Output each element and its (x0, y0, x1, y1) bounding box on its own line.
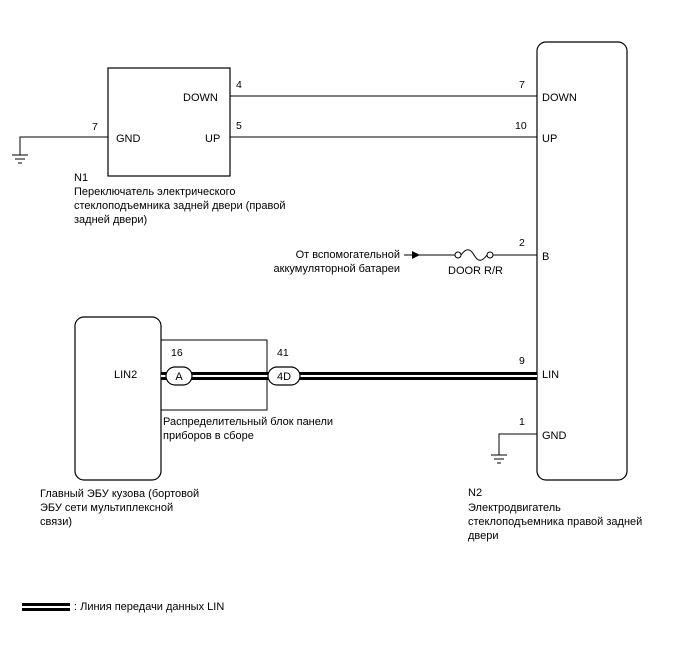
n1-gnd-pin: 7 (92, 121, 98, 133)
fuse-icon (454, 249, 494, 261)
connector-4d: 4D (267, 366, 301, 386)
n2-ground-icon (491, 433, 537, 464)
connector-4d-label: 4D (277, 371, 291, 383)
motor-n2-description: Электродвигатель стеклоподъемника правой… (468, 501, 668, 543)
n1-gnd-label: GND (116, 133, 141, 145)
n1-desc-line: задней двери) (74, 214, 148, 226)
n2-desc-line: Электродвигатель (468, 502, 561, 514)
connector-a: A (165, 366, 193, 386)
conn-4d-pin: 41 (277, 347, 289, 359)
conn-a-pin: 16 (171, 347, 183, 359)
n2-down-label: DOWN (542, 92, 577, 104)
ecu-desc-line: связи) (40, 516, 73, 528)
n1-down-pin: 4 (236, 79, 242, 91)
lin-bus-line (161, 372, 537, 380)
n2-desc-line: стеклоподъемника правой задней (468, 516, 643, 528)
switch-n1-description: Переключатель электрического стеклоподъе… (74, 185, 304, 227)
n2-up-pin: 10 (515, 120, 527, 132)
junction-desc-line: приборов в сборе (163, 430, 254, 442)
n2-lin-label: LIN (542, 369, 559, 381)
n2-gnd-pin: 1 (519, 416, 525, 428)
ecu-box (74, 316, 162, 481)
battery-line: От вспомогательной (295, 249, 400, 261)
n1-id: N1 (74, 172, 88, 184)
fuse-label: DOOR R/R (448, 265, 503, 277)
legend-text: : Линия передачи данных LIN (74, 601, 225, 613)
battery-source-text: От вспомогательной аккумуляторной батаре… (240, 248, 400, 276)
n2-gnd-label: GND (542, 430, 567, 442)
ecu-desc-line: ЭБУ сети мультиплексной (40, 502, 174, 514)
junction-description: Распределительный блок панели приборов в… (163, 415, 383, 443)
n1-up-label: UP (205, 133, 220, 145)
ecu-lin2-label: LIN2 (114, 369, 137, 381)
n1-down-label: DOWN (183, 92, 218, 104)
motor-n2-box (536, 41, 628, 481)
switch-n1-box (107, 67, 231, 177)
n1-ground-icon (12, 136, 108, 164)
ecu-description: Главный ЭБУ кузова (бортовой ЭБУ сети му… (40, 487, 240, 529)
connector-a-label: A (175, 371, 183, 383)
n2-b-pin: 2 (519, 237, 525, 249)
n2-down-pin: 7 (519, 79, 525, 91)
n1-desc-line: стеклоподъемника задней двери (правой (74, 200, 286, 212)
n2-b-label: B (542, 251, 549, 263)
n1-up-pin: 5 (236, 120, 242, 132)
junction-desc-line: Распределительный блок панели (163, 416, 334, 428)
n2-up-label: UP (542, 133, 557, 145)
battery-line: аккумуляторной батареи (273, 263, 400, 275)
ecu-desc-line: Главный ЭБУ кузова (бортовой (40, 488, 200, 500)
legend-lin-line-icon (22, 603, 70, 611)
n2-id: N2 (468, 487, 482, 499)
n1-desc-line: Переключатель электрического (74, 186, 236, 198)
n2-desc-line: двери (468, 530, 499, 542)
n2-lin-pin: 9 (519, 355, 525, 367)
arrow-icon (412, 251, 420, 259)
